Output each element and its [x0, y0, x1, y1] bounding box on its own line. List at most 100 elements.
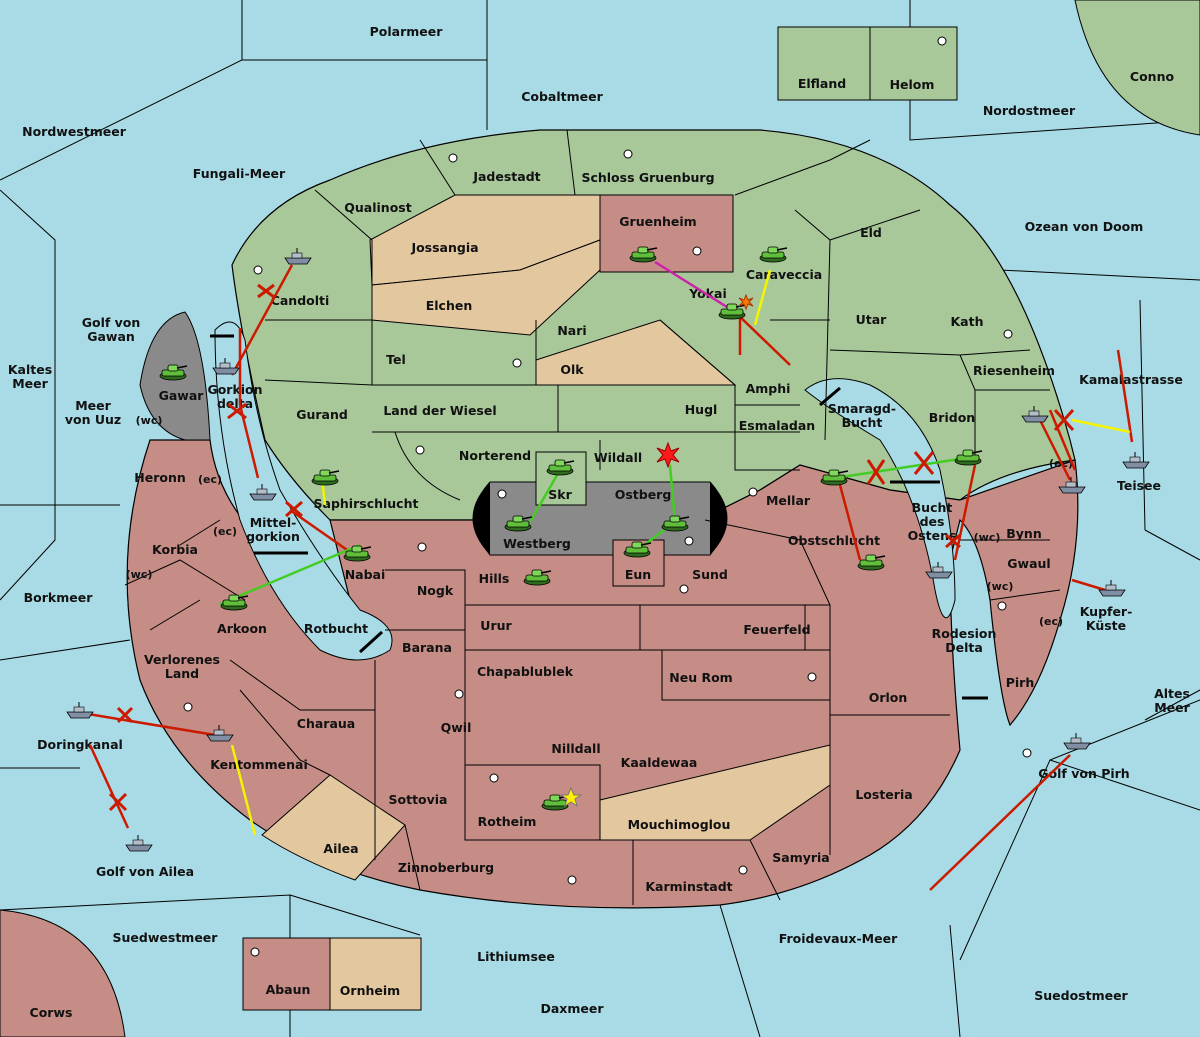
- label-line: des: [920, 514, 945, 529]
- ailea-province[interactable]: [261, 774, 406, 881]
- label-kupfer-kueste: Kupfer-Küste: [1080, 604, 1133, 633]
- label-saphirschlucht: Saphirschlucht: [314, 496, 419, 511]
- label-line: Küste: [1086, 618, 1126, 633]
- label-line: Bucht: [842, 415, 883, 430]
- label-kath: Kath: [951, 314, 984, 329]
- label-karminstadt: Karminstadt: [645, 879, 732, 894]
- label-losteria: Losteria: [855, 787, 912, 802]
- label-skr: Skr: [548, 487, 572, 502]
- order-arrows: [75, 260, 1134, 891]
- label-westberg: Westberg: [503, 536, 571, 551]
- conno-province[interactable]: [1074, 0, 1200, 136]
- label-jadestadt: Jadestadt: [472, 169, 540, 184]
- elfland-province[interactable]: [777, 26, 871, 101]
- label-line: Smaragd-: [828, 401, 896, 416]
- label-chapablublek: Chapablublek: [477, 664, 574, 679]
- label-polarmeer: Polarmeer: [370, 24, 444, 39]
- label-utar: Utar: [856, 312, 888, 327]
- label-wc-bynn: (wc): [974, 531, 1001, 544]
- label-riesenheim: Riesenheim: [973, 363, 1055, 378]
- supply-centres: [183, 36, 1032, 957]
- label-eld: Eld: [860, 225, 882, 240]
- star-icon: [559, 786, 583, 808]
- plateau-right-cap: [710, 482, 728, 555]
- label-suedostmeer: Suedostmeer: [1034, 988, 1128, 1003]
- label-wildall: Wildall: [594, 450, 642, 465]
- label-samyria: Samyria: [772, 850, 830, 865]
- province-borders: [124, 129, 1061, 905]
- label-line: Meer: [1154, 700, 1190, 715]
- label-ailea: Ailea: [323, 841, 358, 856]
- label-olk: Olk: [560, 362, 584, 377]
- label-zinnoberburg: Zinnoberburg: [398, 860, 494, 875]
- label-rotbucht: Rotbucht: [304, 621, 368, 636]
- label-lithiumsee: Lithiumsee: [477, 949, 555, 964]
- label-eun: Eun: [625, 567, 651, 582]
- label-gurand: Gurand: [296, 407, 348, 422]
- label-bridon: Bridon: [929, 410, 975, 425]
- label-urur: Urur: [480, 618, 512, 633]
- label-hugl: Hugl: [685, 402, 718, 417]
- label-gruenheim: Gruenheim: [619, 214, 696, 229]
- label-charaua: Charaua: [297, 716, 355, 731]
- label-line: Land: [165, 666, 199, 681]
- label-cobaltmeer: Cobaltmeer: [521, 89, 603, 104]
- label-ec-korbia: (ec): [213, 525, 237, 538]
- label-caraveccia: Caraveccia: [746, 267, 822, 282]
- label-ornheim: Ornheim: [340, 983, 400, 998]
- label-mittelgorkion: Mittel-gorkion: [246, 515, 300, 544]
- label-golf-von-ailea: Golf von Ailea: [96, 864, 194, 879]
- label-helom: Helom: [890, 77, 935, 92]
- label-smaragd-bucht: Smaragd-Bucht: [828, 401, 896, 430]
- label-line: gorkion: [246, 529, 300, 544]
- label-doringkanal: Doringkanal: [37, 737, 123, 752]
- label-nabai: Nabai: [345, 567, 386, 582]
- label-fungali-meer: Fungali-Meer: [193, 166, 286, 181]
- label-pirh: Pirh: [1006, 675, 1035, 690]
- label-teisee: Teisee: [1117, 478, 1161, 493]
- label-hills: Hills: [479, 571, 510, 586]
- label-qwil: Qwil: [441, 720, 472, 735]
- label-gwaul: Gwaul: [1007, 556, 1050, 571]
- label-ec-heronn: (ec): [198, 473, 222, 486]
- gorkion-channel[interactable]: [214, 321, 393, 661]
- label-line: von Uuz: [65, 412, 121, 427]
- gruenheim-province[interactable]: [599, 194, 734, 273]
- plateau-left-cap: [472, 482, 490, 555]
- label-mouchimoglou: Mouchimoglou: [628, 817, 731, 832]
- explosion-icon: [656, 441, 680, 469]
- corws-province[interactable]: [0, 909, 126, 1037]
- label-gawar: Gawar: [159, 388, 205, 403]
- label-froidevaux-meer: Froidevaux-Meer: [779, 931, 898, 946]
- label-tel: Tel: [386, 352, 406, 367]
- label-kentommenai: Kentommenai: [210, 757, 308, 772]
- label-abaun: Abaun: [266, 982, 311, 997]
- label-arkoon: Arkoon: [217, 621, 267, 636]
- label-sottovia: Sottovia: [389, 792, 448, 807]
- label-ec-gwaul: (ec): [1039, 615, 1063, 628]
- label-line: Kupfer-: [1080, 604, 1133, 619]
- label-line: Bucht: [912, 500, 953, 515]
- label-nordostmeer: Nordostmeer: [983, 103, 1076, 118]
- label-kaaldewaa: Kaaldewaa: [621, 755, 698, 770]
- label-line: Delta: [945, 640, 983, 655]
- label-neu-rom: Neu Rom: [669, 670, 732, 685]
- label-line: Mittel-: [250, 515, 297, 530]
- label-jossangia: Jossangia: [410, 240, 478, 255]
- smaragd-channel[interactable]: [804, 378, 956, 619]
- label-nilldall: Nilldall: [551, 741, 600, 756]
- label-heronn: Heronn: [134, 470, 186, 485]
- label-line: Gorkion: [207, 382, 262, 397]
- label-corws: Corws: [30, 1005, 73, 1020]
- ornheim-province[interactable]: [329, 937, 422, 1011]
- label-korbia: Korbia: [152, 542, 198, 557]
- label-esmaladan: Esmaladan: [739, 418, 815, 433]
- label-elchen: Elchen: [426, 298, 473, 313]
- label-nari: Nari: [557, 323, 586, 338]
- explosion-icon: [738, 293, 754, 311]
